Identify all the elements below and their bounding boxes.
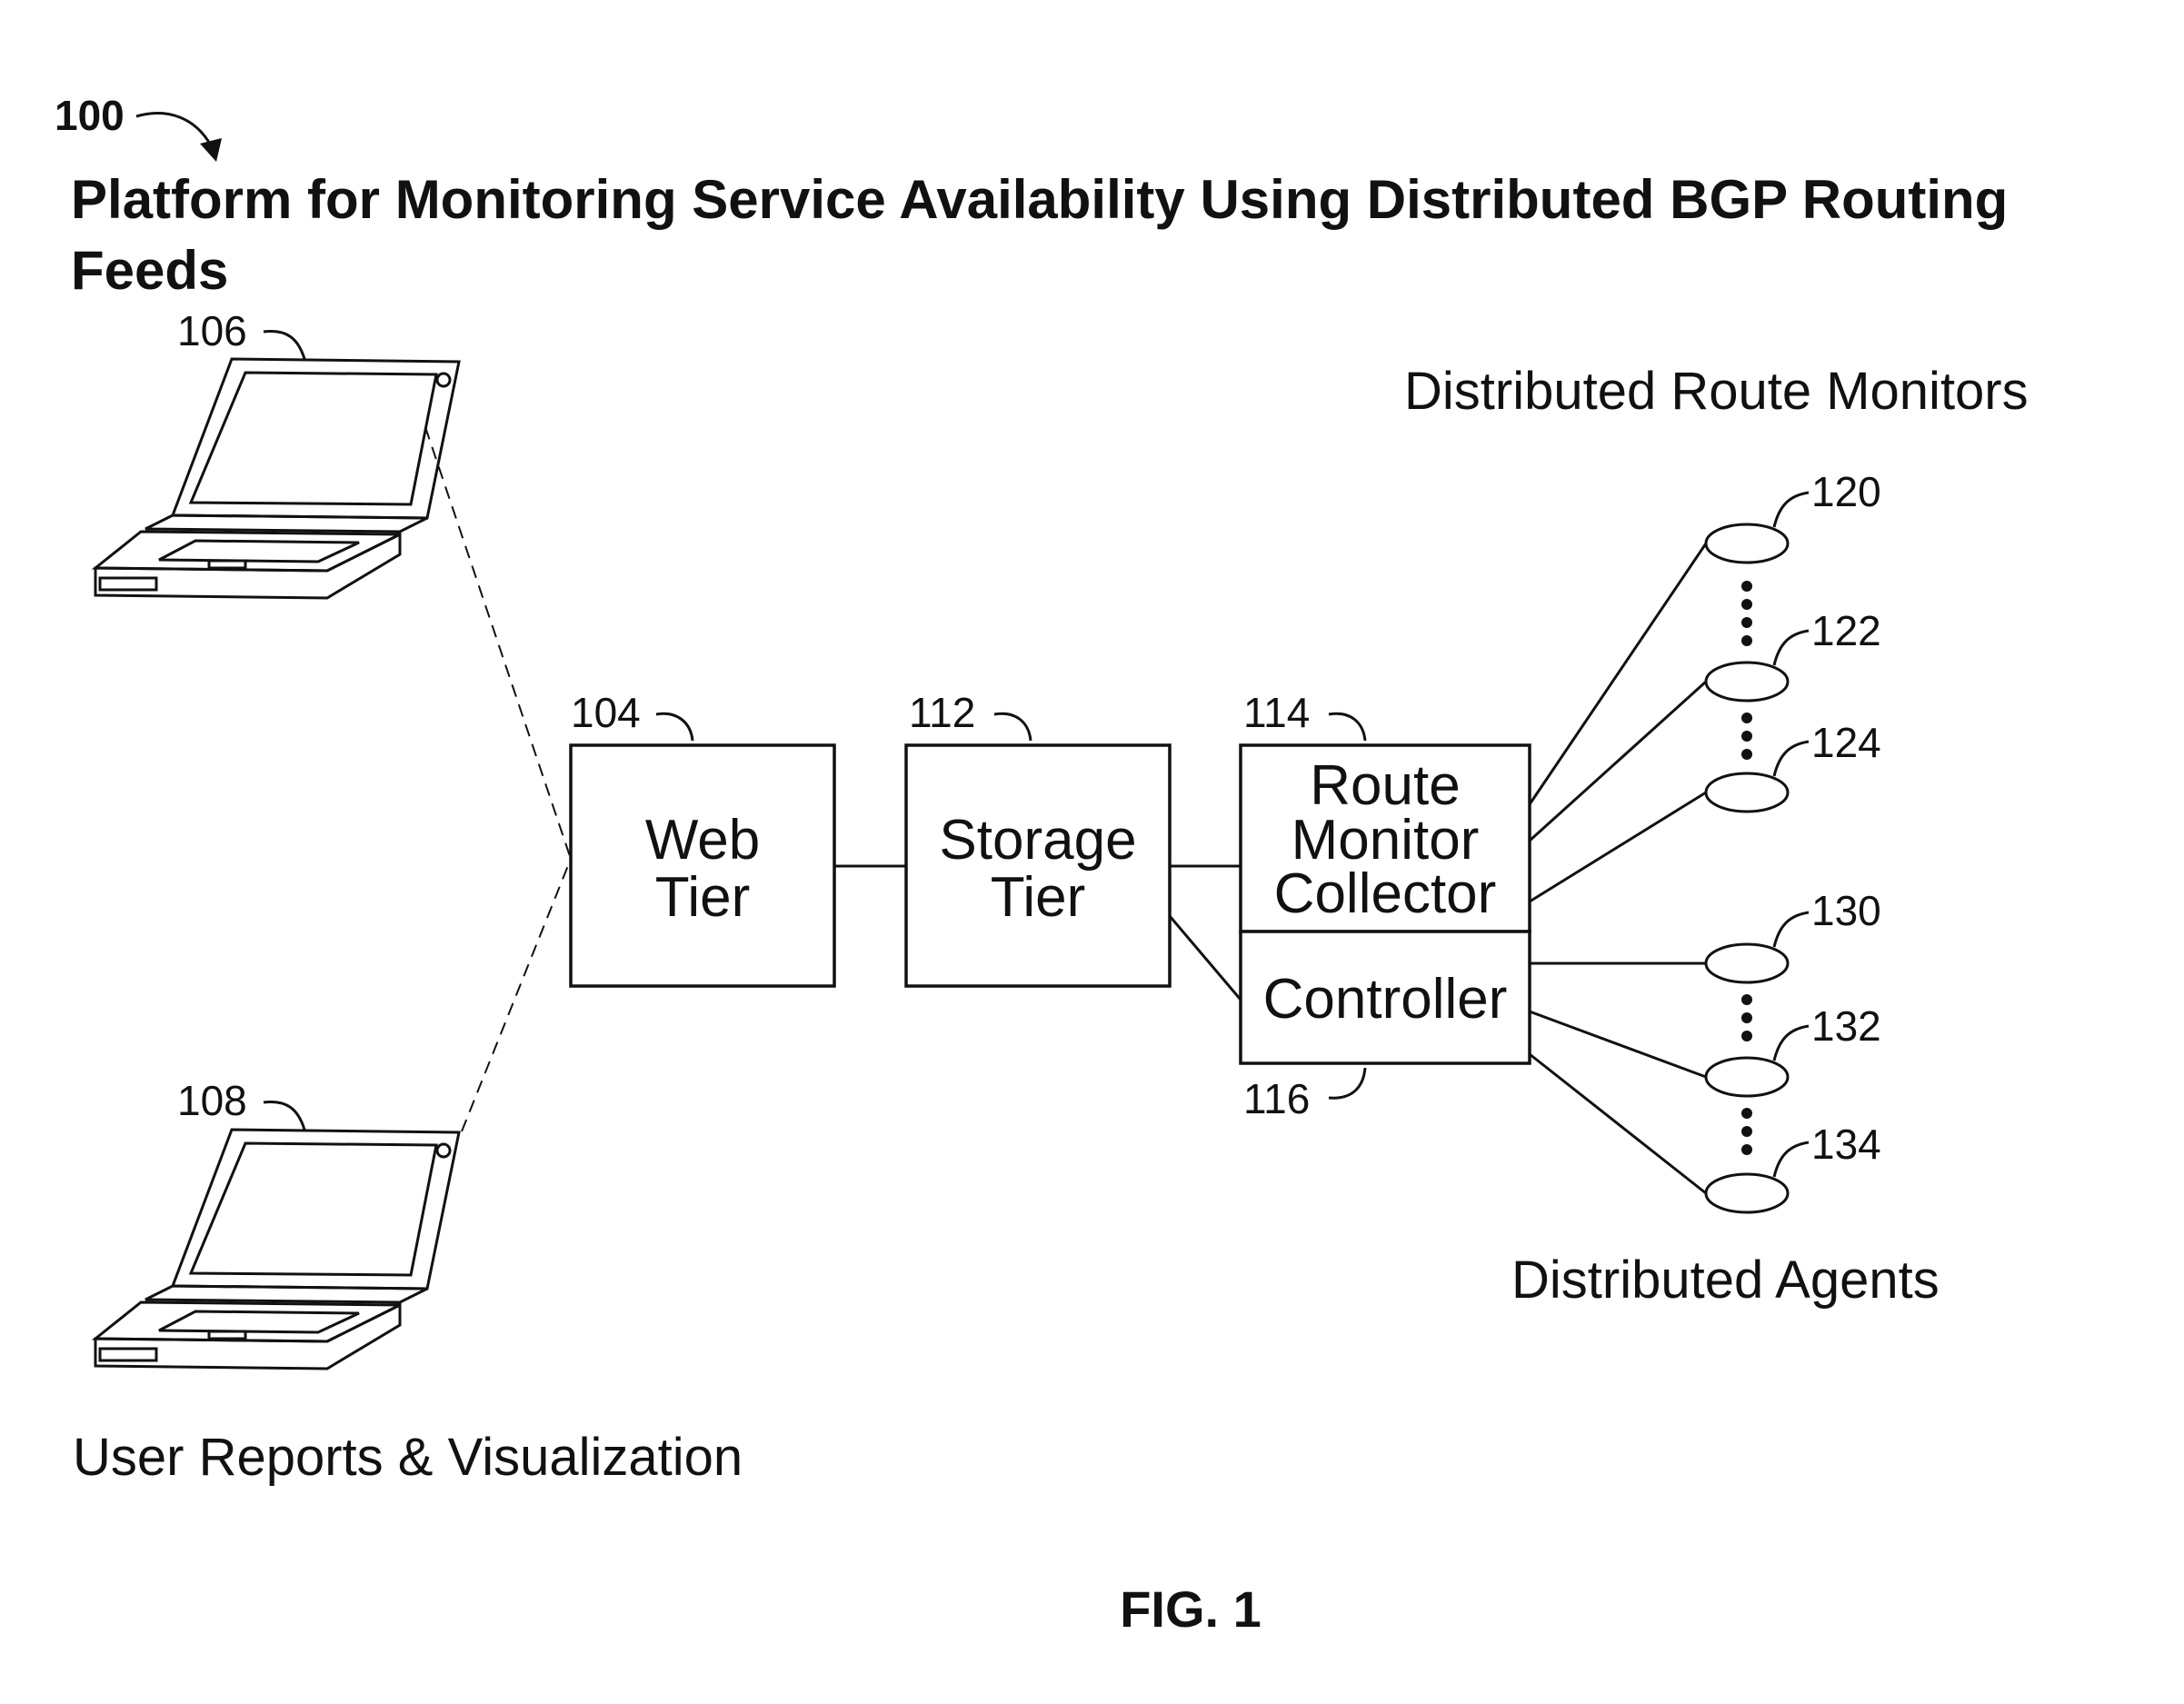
agent-leader-134	[1774, 1142, 1809, 1177]
laptop1-ports	[100, 578, 156, 590]
user-reports-caption: User Reports & Visualization	[73, 1428, 743, 1487]
route-monitor-leader-122	[1774, 631, 1809, 665]
route-monitor-node-120	[1706, 524, 1788, 563]
link-collector-124	[1530, 792, 1706, 902]
agent-node-134	[1706, 1174, 1788, 1212]
agent-leader-130	[1774, 912, 1809, 947]
collector-leader	[1329, 713, 1365, 741]
controller-leader	[1329, 1068, 1365, 1098]
agent-ref-130: 130	[1811, 887, 1881, 934]
figure-title-line2: Feeds	[71, 240, 228, 301]
link-laptop1-web	[425, 427, 571, 859]
web-tier-label-line1: Web	[645, 809, 760, 872]
link-laptop2-web	[462, 859, 571, 1131]
figure-ref-arrowhead	[200, 138, 222, 162]
link-controller-134	[1530, 1054, 1706, 1193]
figure-label: FIG. 1	[1120, 1580, 1262, 1638]
web-tier-label-line2: Tier	[655, 866, 750, 929]
link-collector-122	[1530, 682, 1706, 841]
agent-ref-132: 132	[1811, 1002, 1881, 1050]
storage-tier-ref: 112	[909, 689, 975, 736]
route-monitor-ref-122: 122	[1811, 607, 1881, 654]
laptop2-camera	[437, 1144, 450, 1157]
laptop1-keyboard	[159, 541, 359, 562]
laptop2-hinge	[145, 1286, 427, 1302]
link-collector-120	[1530, 543, 1706, 804]
laptop2-leader	[264, 1101, 304, 1130]
agent-leader-132	[1774, 1026, 1809, 1061]
figure-ref: 100	[55, 92, 125, 139]
laptop1-touchpad	[209, 561, 245, 568]
controller-ref: 116	[1243, 1075, 1310, 1122]
laptop2-keyboard	[159, 1311, 359, 1332]
agent-node-132	[1706, 1058, 1788, 1096]
laptop1-leader	[264, 331, 304, 359]
laptop2-ports	[100, 1349, 156, 1360]
laptop1-keyboard-deck	[95, 532, 400, 571]
link-storage-controller	[1170, 916, 1241, 1000]
link-controller-132	[1530, 1011, 1706, 1077]
agent-node-130	[1706, 944, 1788, 982]
agent-ellipsis-2	[1741, 1108, 1752, 1155]
collector-label-line3: Collector	[1274, 862, 1497, 925]
web-tier-leader	[656, 713, 693, 741]
agent-ref-134: 134	[1811, 1121, 1881, 1168]
laptop2-screen-inner	[191, 1143, 436, 1275]
route-monitor-node-124	[1706, 773, 1788, 812]
collector-ref: 114	[1243, 689, 1310, 736]
controller-label: Controller	[1263, 968, 1508, 1031]
route-monitor-ref-124: 124	[1811, 719, 1881, 766]
laptop-icon-108: 108	[95, 1077, 459, 1369]
route-monitors-caption: Distributed Route Monitors	[1404, 362, 2029, 421]
route-monitor-leader-120	[1774, 493, 1809, 527]
route-monitor-ref-120: 120	[1811, 468, 1881, 515]
storage-tier-leader	[994, 713, 1031, 741]
route-monitor-ellipsis-1	[1741, 581, 1752, 646]
laptop-icon-106: 106	[95, 307, 459, 598]
route-monitor-node-122	[1706, 663, 1788, 701]
collector-label-line1: Route	[1310, 754, 1460, 817]
storage-tier-label-line1: Storage	[939, 809, 1136, 872]
laptop2-keyboard-deck	[95, 1302, 400, 1341]
route-monitor-leader-124	[1774, 742, 1809, 776]
laptop2-touchpad	[209, 1331, 245, 1339]
laptop2-ref: 108	[177, 1077, 247, 1124]
laptop1-camera	[437, 374, 450, 386]
laptop1-screen-inner	[191, 373, 436, 504]
storage-tier-label-line2: Tier	[991, 866, 1085, 929]
agent-ellipsis-1	[1741, 994, 1752, 1041]
laptop1-ref: 106	[177, 307, 247, 354]
figure-title-line1: Platform for Monitoring Service Availabi…	[71, 169, 2008, 230]
web-tier-ref: 104	[571, 689, 641, 736]
route-monitor-ellipsis-2	[1741, 712, 1752, 760]
laptop1-screen-outer	[173, 359, 459, 518]
laptop1-hinge	[145, 515, 427, 532]
laptop2-screen-outer	[173, 1130, 459, 1289]
figure-ref-arrow	[136, 114, 211, 145]
agents-caption: Distributed Agents	[1511, 1251, 1940, 1310]
